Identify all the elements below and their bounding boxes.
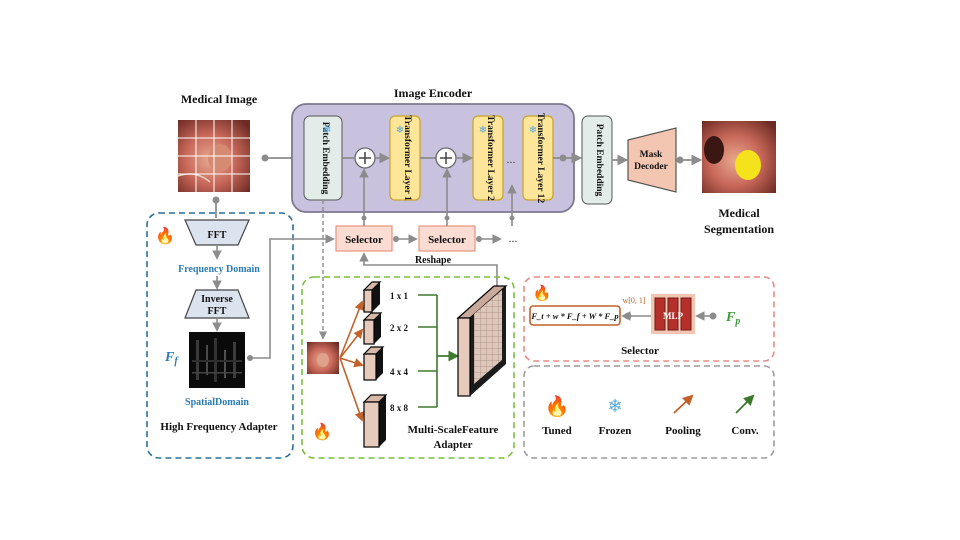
medical-segmentation-label-line1: Medical: [718, 206, 760, 220]
pooled-feature-4x4: [362, 346, 385, 381]
inverse-fft-label-line2: FFT: [208, 306, 227, 317]
scale-2x2-label: 2 x 2: [390, 323, 409, 333]
multi-scale-feature-adapter-panel: [301, 276, 515, 459]
spatial-domain-label: SpatialDomain: [185, 397, 249, 408]
transformer-layer-2-label: Transformer Layer 2: [485, 115, 495, 201]
pooled-feature-1x1: [362, 281, 382, 313]
legend-tuned-label: Tuned: [542, 425, 572, 437]
fp-symbol: Fp: [725, 310, 740, 327]
fire-icon: 🔥: [545, 394, 570, 418]
mask-decoder-block: [627, 127, 677, 193]
selector-block-2: [418, 225, 476, 252]
legend-frozen-label: Frozen: [599, 425, 632, 437]
fft-label: FFT: [208, 230, 227, 241]
snowflake-icon: ❄: [529, 125, 537, 136]
mlp-block: [651, 294, 695, 334]
output-patch-embedding-label: Patch Embedding: [594, 124, 604, 197]
spatial-domain-image: [189, 332, 245, 388]
weight-range-label: w[0, 1]: [622, 296, 645, 305]
snowflake-icon: ❄: [322, 124, 331, 136]
msfa-title-line1: Multi-ScaleFeature: [408, 424, 499, 436]
selector-block-1: [335, 225, 393, 252]
legend-pooling-label: Pooling: [665, 425, 701, 437]
legend-panel: [523, 365, 775, 459]
snowflake-icon: ❄: [479, 125, 487, 136]
msfa-input-image: [307, 342, 339, 374]
selector-formula: F_t + w * F_f + W * F_p: [530, 311, 618, 321]
mlp-label: MLP: [663, 311, 683, 321]
pooled-feature-8x8: [362, 394, 388, 448]
mask-decoder-label-line2: Decoder: [634, 162, 669, 172]
selector-ellipsis: ...: [509, 231, 518, 245]
ff-symbol: Ff: [164, 350, 179, 367]
high-frequency-adapter-title: High Frequency Adapter: [160, 421, 277, 433]
selector-1-label: Selector: [345, 234, 383, 246]
patch-embedding-label: Patch Embedding: [320, 122, 330, 195]
fire-icon: 🔥: [533, 284, 552, 302]
frequency-domain-label: Frequency Domain: [178, 264, 260, 275]
fft-block: [184, 219, 250, 246]
scale-1x1-label: 1 x 1: [390, 291, 409, 301]
fused-feature-cube: [456, 285, 508, 397]
pooled-feature-2x2: [362, 312, 383, 345]
fire-icon: 🔥: [312, 422, 332, 441]
mask-decoder-label-line1: Mask: [640, 150, 663, 160]
transformer-layer-12-label: Transformer Layer 12: [535, 113, 545, 203]
selector-detail-panel: [523, 276, 775, 362]
image-encoder-title: Image Encoder: [394, 86, 473, 100]
encoder-ellipsis: ...: [507, 152, 516, 166]
scale-8x8-label: 8 x 8: [390, 403, 409, 413]
reshape-label: Reshape: [415, 255, 452, 266]
conv-merge-connectors: [418, 294, 438, 408]
snowflake-icon: ❄: [607, 396, 622, 416]
conv-arrow-icon: [735, 394, 755, 414]
high-frequency-adapter-panel: [146, 212, 294, 459]
selector-panel-title: Selector: [621, 345, 659, 357]
medical-image-label: Medical Image: [181, 92, 258, 106]
msfa-title-line2: Adapter: [433, 439, 472, 451]
selector-formula-box: [529, 305, 621, 326]
inverse-fft-label-line1: Inverse: [201, 294, 233, 305]
transformer-layer-2-block: [472, 115, 504, 201]
snowflake-icon: ❄: [396, 125, 404, 136]
selector-2-label: Selector: [428, 234, 466, 246]
fire-icon: 🔥: [155, 226, 175, 245]
medical-image-input: [177, 120, 250, 192]
medical-segmentation-label-line2: Segmentation: [704, 222, 774, 236]
legend-conv-label: Conv.: [731, 425, 758, 437]
inverse-fft-block: [184, 289, 250, 319]
pooling-arrow-icon: [673, 394, 694, 414]
transformer-layer-1-label: Transformer Layer 1: [402, 115, 412, 201]
scale-4x4-label: 4 x 4: [390, 367, 409, 377]
segmentation-output-image: [702, 121, 776, 193]
